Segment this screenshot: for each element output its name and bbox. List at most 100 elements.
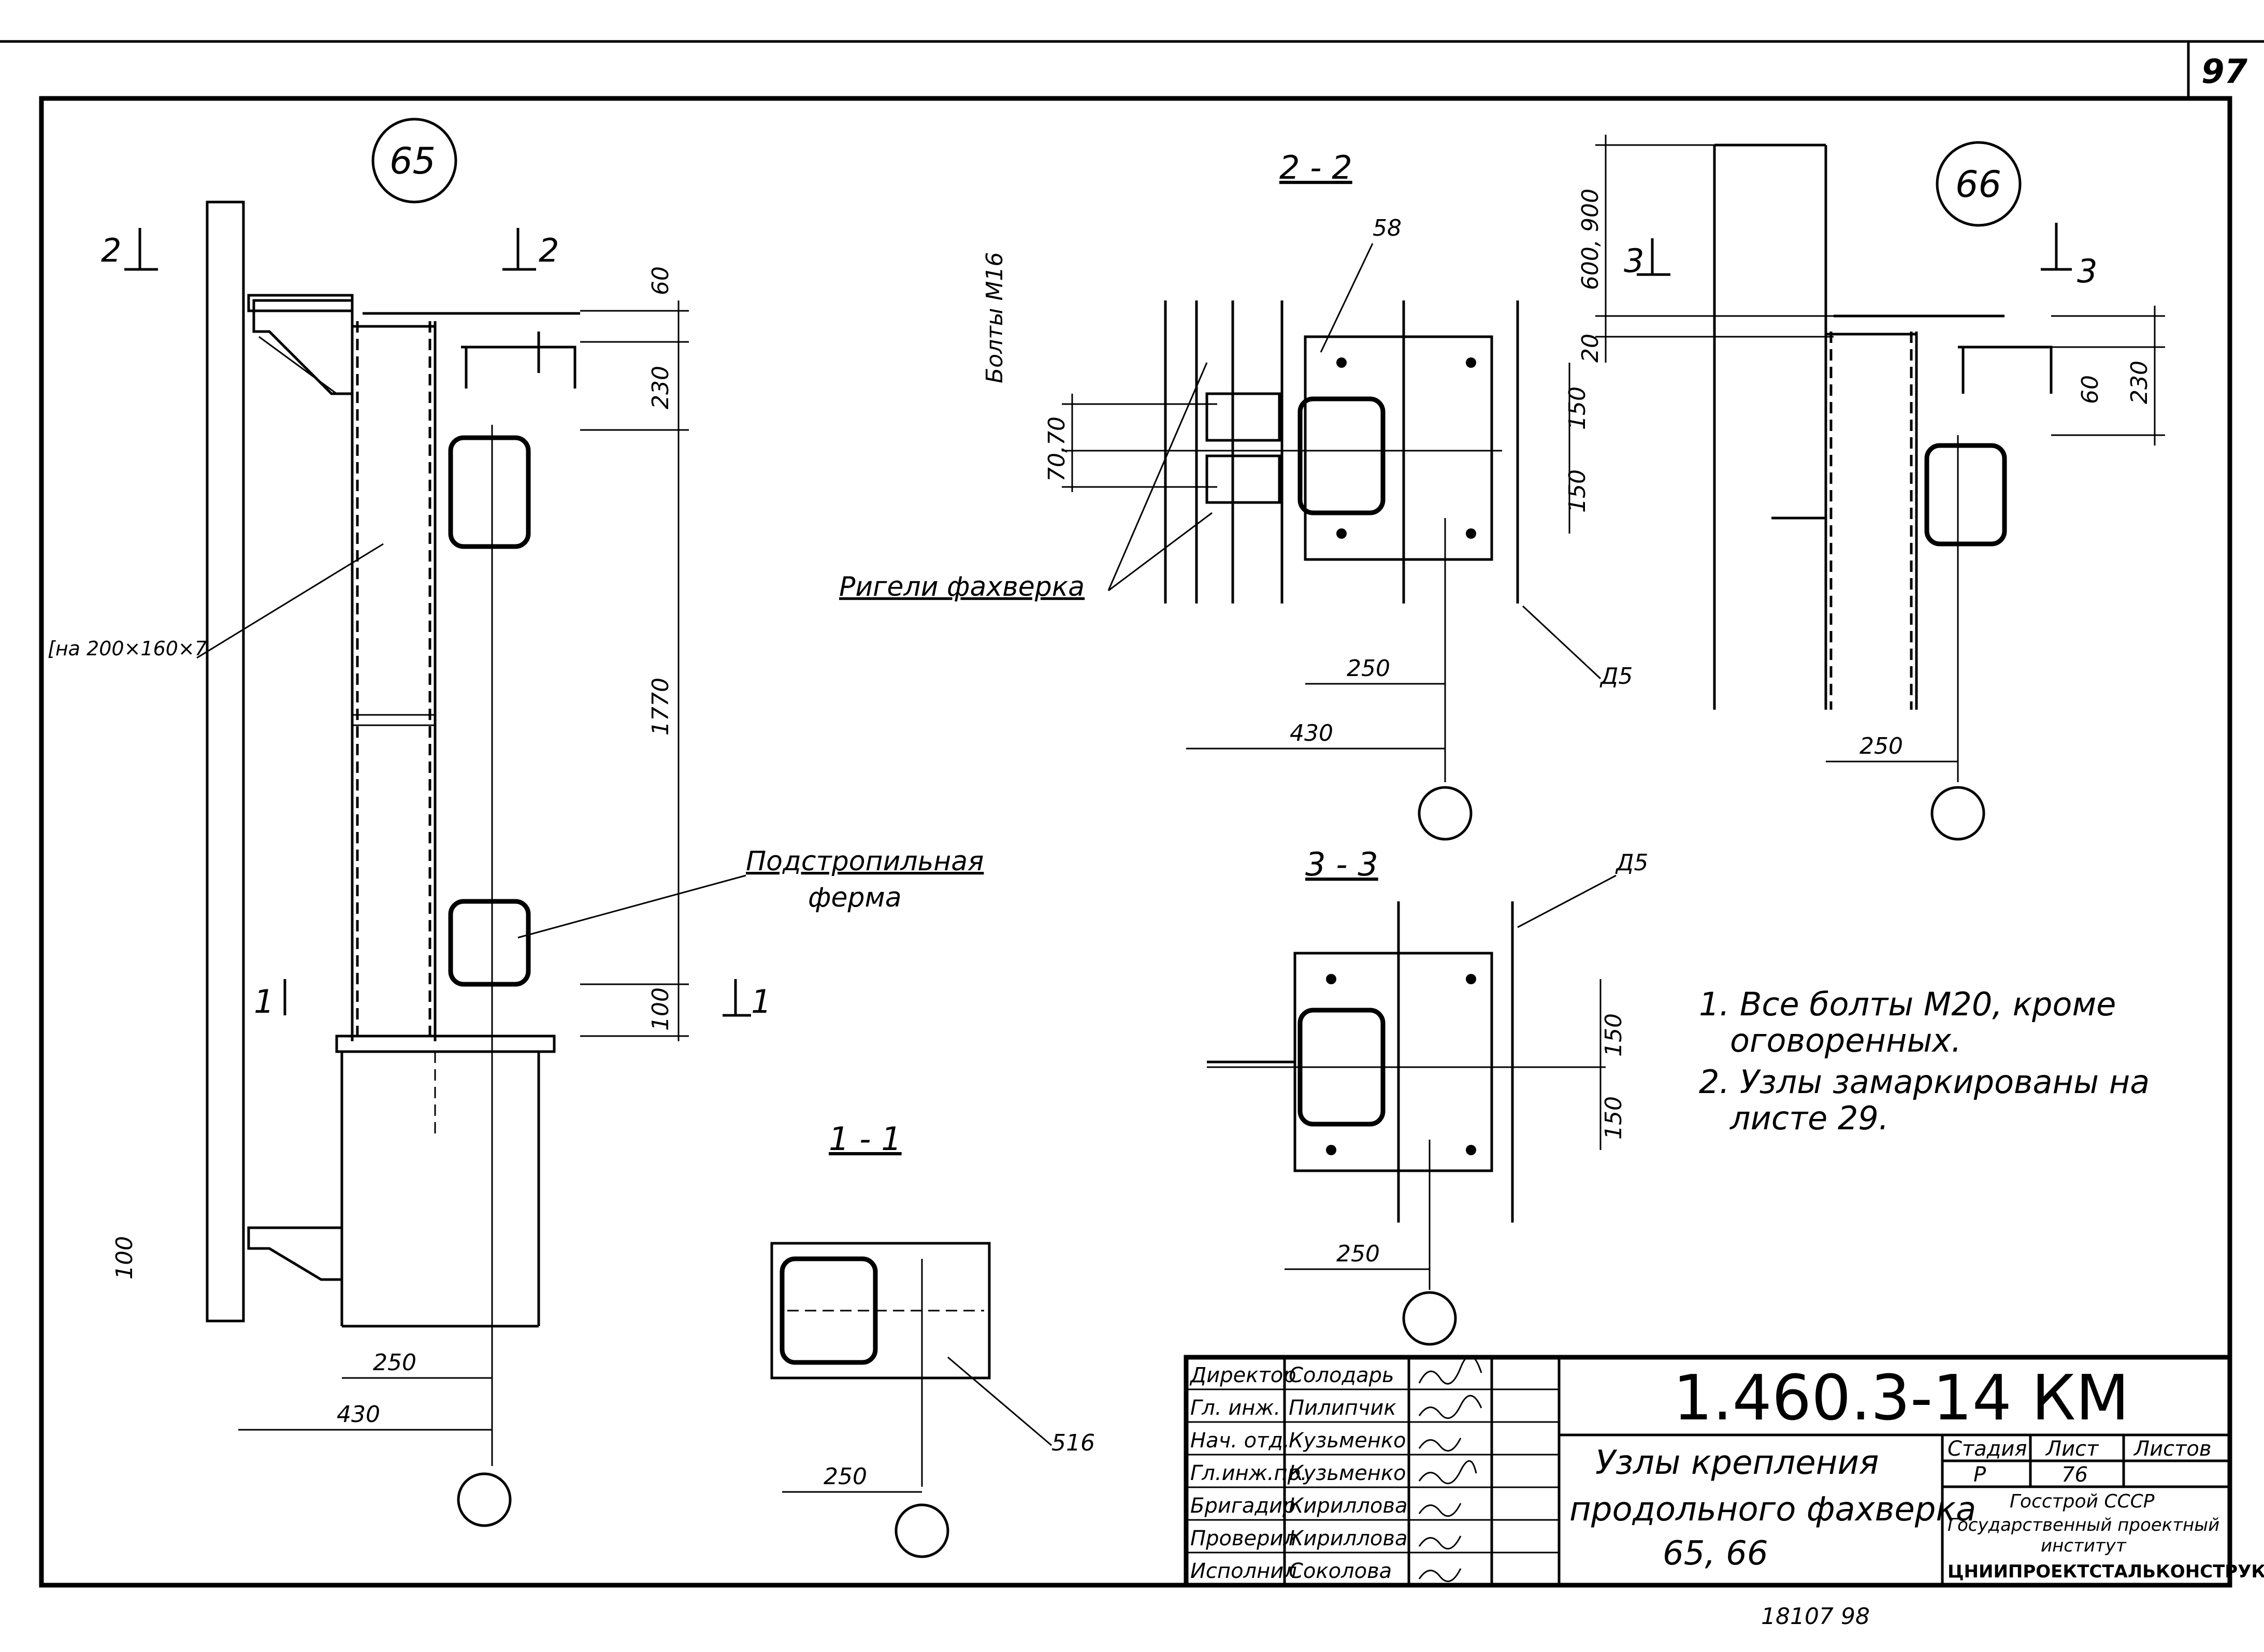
node-66-top-beam <box>1834 314 2053 394</box>
axis-marker-3-3 <box>1402 1291 1457 1346</box>
bolt-2-2-c <box>1336 528 1347 539</box>
drawing-title-1: Узлы крепления <box>1595 1444 1879 1482</box>
leader-58 <box>1320 243 1374 353</box>
dim-150-b: 150 <box>1564 469 1591 513</box>
tb-role-6: Проверил <box>1190 1527 1296 1550</box>
tb-name-1: Солодарь <box>1289 1363 1394 1387</box>
connection-plate <box>1304 335 1493 561</box>
archive-stamp: 18107 98 <box>1761 1603 1870 1630</box>
note-line-1: 1. Все болты М20, кроме <box>1699 985 2116 1023</box>
node-65-view: 65 2 2 <box>48 118 771 1527</box>
girder-flange-lower <box>1205 454 1281 504</box>
signature-3 <box>1418 1438 1462 1452</box>
dim-600900: 600, 900 <box>1577 189 1604 290</box>
tb-org-3: институт <box>2041 1535 2127 1556</box>
section-1-1-plate <box>770 1242 991 1380</box>
label-d5-2-2: Д5 <box>1599 663 1633 689</box>
bottom-bracket <box>247 1226 343 1281</box>
node-66-view: 66 3 3 600, 900 20 60 230 2 <box>1577 135 2165 841</box>
tb-name-5: Кириллова <box>1289 1494 1407 1518</box>
signature-4 <box>1418 1460 1477 1484</box>
bolt-2-2-a <box>1336 357 1347 368</box>
top-bracket-plate <box>247 294 354 312</box>
note-line-4: листе 29. <box>1729 1099 1889 1137</box>
bolt-2-2-d <box>1466 528 1476 539</box>
dim-7070: 70,70 <box>1044 416 1070 482</box>
dim-100-right: 100 <box>647 987 674 1031</box>
tb-name-7: Соколова <box>1289 1559 1392 1583</box>
axis-marker-2-2 <box>1418 786 1473 841</box>
bolt-3-3-c <box>1326 1145 1336 1155</box>
lower-truss-profile <box>448 899 531 987</box>
note-line-2: оговоренных. <box>1730 1022 1962 1059</box>
node-66-label: 66 <box>1955 163 2001 206</box>
dim-150-c: 150 <box>1600 1013 1627 1057</box>
node-65-label: 65 <box>390 140 436 182</box>
dim-250-3-3: 250 <box>1336 1241 1380 1267</box>
truss-label: Подстропильная <box>746 846 984 877</box>
section-3-marker-right: 3 <box>2077 252 2097 290</box>
tb-role-4: Гл.инж.пр. <box>1190 1461 1307 1485</box>
dim-60-right: 60 <box>2077 375 2103 404</box>
tb-sheet-value: 76 <box>2061 1463 2088 1487</box>
page-number: 97 <box>2201 53 2248 91</box>
leader-d5-3-3 <box>1517 874 1617 928</box>
dim-100-left: 100 <box>111 1236 138 1280</box>
label-516: 516 <box>1051 1430 1095 1456</box>
truss-label-2: ферма <box>808 882 902 913</box>
girders-leader-1 <box>1107 362 1208 591</box>
upper-truss-profile <box>448 435 531 549</box>
truss-leader <box>517 874 746 939</box>
axis-marker-66 <box>1930 786 1985 841</box>
girders-leader-2 <box>1108 512 1213 592</box>
truss-section-2-2 <box>1297 396 1386 515</box>
drawing-title-3: 65, 66 <box>1663 1534 1768 1573</box>
label-58: 58 <box>1373 215 1402 241</box>
dim-430-left: 430 <box>337 1401 380 1428</box>
tb-sheets-header: Листов <box>2133 1437 2211 1461</box>
section-3-3-plate <box>1293 952 1493 1172</box>
label-d5-3-3: Д5 <box>1615 850 1648 876</box>
tb-name-2: Пилипчик <box>1289 1396 1396 1420</box>
tb-name-3: Кузьменко <box>1289 1429 1406 1453</box>
title-block: Директор Гл. инж. Нач. отд. Гл.инж.пр. Б… <box>1184 1355 2264 1588</box>
dim-230-left: 230 <box>647 366 674 409</box>
section-1-marker-left: 1 <box>254 983 274 1021</box>
column-leader <box>196 543 384 659</box>
leader-d5-2-2 <box>1522 605 1602 680</box>
notes-block: 1. Все болты М20, кроме оговоренных. 2. … <box>1699 985 2150 1137</box>
dim-250-66: 250 <box>1859 733 1903 759</box>
signature-1 <box>1418 1355 1482 1385</box>
bolt-3-3-d <box>1466 1145 1476 1155</box>
bolts-m16-label: Болты М16 <box>982 252 1008 383</box>
section-2-2-title: 2 - 2 <box>1279 149 1352 186</box>
drawing-frame <box>39 96 2232 1588</box>
tb-role-7: Исполнил <box>1190 1559 1297 1583</box>
section-1-marker-right: 1 <box>751 983 771 1021</box>
section-3-3-view: 3 - 3 150 150 250 Д5 <box>1207 845 1648 1346</box>
section-2-marker-left: 2 <box>101 232 121 269</box>
drawing-code: 1.460.3-14 КМ <box>1673 1362 2129 1434</box>
tb-name-6: Кириллова <box>1289 1527 1407 1550</box>
section-2-2-view: 2 - 2 Болты М16 58 70,70 150 150 250 430 <box>839 149 1633 841</box>
node-65-marker <box>371 118 457 204</box>
axis-marker-1-1 <box>895 1503 949 1558</box>
dim-150-d: 150 <box>1600 1096 1627 1140</box>
girders-label: Ригели фахверка <box>839 571 1085 602</box>
dim-250-2-2: 250 <box>1347 655 1390 682</box>
signature-6 <box>1418 1535 1462 1549</box>
girder-flange-upper <box>1205 392 1281 442</box>
dim-250-left: 250 <box>373 1349 416 1376</box>
tb-org-2: Государственный проектный <box>1948 1515 2219 1535</box>
bolt-2-2-b <box>1466 357 1476 368</box>
node-66-truss-profile <box>1924 443 2007 547</box>
column-profile-label: [на 200×160×7 <box>48 637 207 660</box>
dim-150-a: 150 <box>1564 386 1591 430</box>
dim-230-right: 230 <box>2126 361 2153 404</box>
dim-20: 20 <box>1577 334 1604 363</box>
bolt-3-3-a <box>1326 974 1336 984</box>
signature-2 <box>1418 1395 1482 1419</box>
top-channel <box>461 346 576 389</box>
title-block-frame <box>1184 1355 2232 1588</box>
top-bracket <box>252 299 354 395</box>
